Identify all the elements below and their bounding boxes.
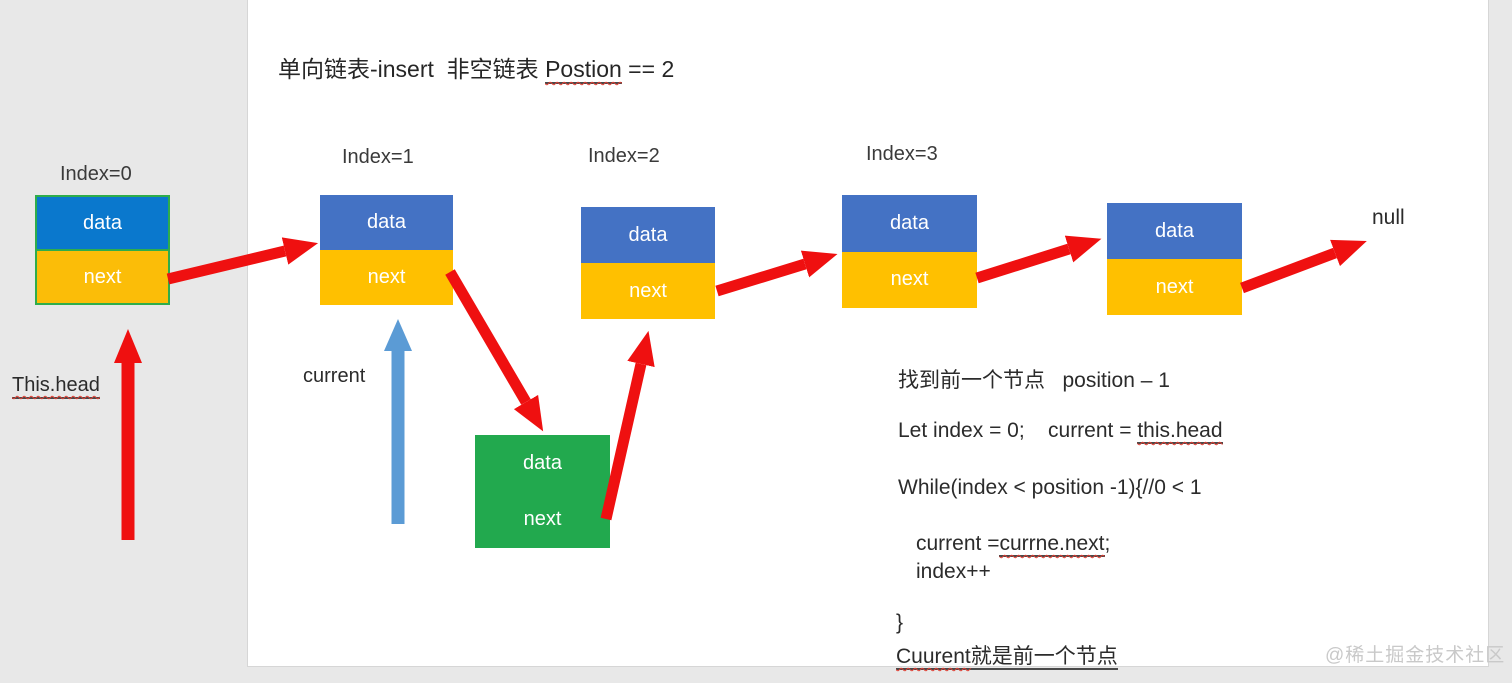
node-2-next-cell: next — [581, 263, 715, 319]
annotation-body-line2: index++ — [916, 560, 991, 583]
node-1-next-cell: next — [320, 250, 453, 305]
conclusion-rest: 就是前一个节点 — [970, 645, 1118, 668]
index-label-3: Index=3 — [866, 143, 938, 165]
body-line1-suffix: ; — [1104, 532, 1111, 555]
annotation-init-line: Let index = 0; current = this.head — [898, 419, 1223, 444]
null-label: null — [1372, 206, 1405, 229]
node-4-data-cell: data — [1107, 203, 1242, 259]
body-line1-currne-next: currne.next — [999, 532, 1105, 557]
node-2-data-cell: data — [581, 207, 715, 263]
new-insert-node: data next — [475, 435, 610, 548]
index-label-0: Index=0 — [60, 163, 132, 185]
watermark: @稀土掘金技术社区 — [1325, 645, 1506, 666]
node-4-next-cell: next — [1107, 259, 1242, 315]
annotation-find-prev-line: 找到前一个节点 position – 1 — [898, 369, 1170, 392]
conclusion-underline-wrap: Cuurent就是前一个节点 — [896, 645, 1118, 670]
node-3-next-cell: next — [842, 251, 977, 308]
annotation-body-line1: current =currne.next; — [916, 532, 1111, 557]
current-label: current — [303, 365, 366, 387]
new-node-next-cell: next — [523, 508, 562, 531]
list-node-4: data next — [1107, 203, 1242, 315]
diagram-title: 单向链表-insert 非空链表 Postion == 2 — [278, 50, 674, 84]
annotation-closing-brace: } — [896, 611, 904, 634]
title-prefix: 单向链表-insert 非空链表 — [278, 56, 546, 82]
list-node-1: data next — [320, 195, 453, 305]
slide-canvas — [248, 0, 1488, 666]
annotation-while-line: While(index < position -1){//0 < 1 — [898, 476, 1202, 499]
list-node-2: data next — [581, 207, 715, 319]
node-3-data-cell: data — [842, 195, 977, 252]
title-suffix: == 2 — [621, 56, 675, 82]
list-node-0: data next — [35, 195, 170, 305]
this-head-label: This.head — [12, 374, 100, 399]
new-node-data-cell: data — [523, 451, 562, 474]
index-label-1: Index=1 — [342, 146, 414, 168]
node-1-data-cell: data — [320, 195, 453, 250]
title-misspelled-word: Postion — [545, 56, 622, 84]
init-line-this-head: this.head — [1137, 419, 1223, 444]
init-line-prefix: Let index = 0; current = — [898, 419, 1138, 442]
node-0-data-cell: data — [35, 195, 170, 250]
conclusion-misspelled-word: Cuurent — [896, 645, 971, 668]
list-node-3: data next — [842, 195, 977, 308]
annotation-conclusion-line: Cuurent就是前一个节点 — [896, 640, 1118, 670]
node-0-next-cell: next — [35, 250, 170, 305]
index-label-2: Index=2 — [588, 145, 660, 167]
body-line1-prefix: current = — [916, 532, 1000, 555]
